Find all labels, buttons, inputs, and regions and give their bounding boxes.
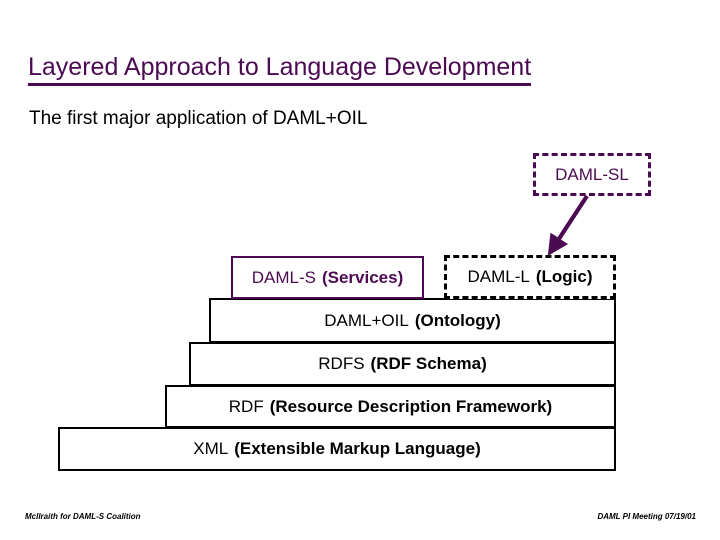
layer-expansion: (RDF Schema): [370, 354, 487, 373]
daml-s-box[interactable]: DAML-S(Services): [231, 256, 424, 299]
footer-left-text: McIlraith for DAML-S Coalition: [25, 512, 141, 521]
daml-s-acronym: DAML-S: [251, 267, 316, 287]
layer-expansion: (Resource Description Framework): [269, 396, 553, 416]
layer-acronym: RDF: [228, 396, 264, 416]
slide-subtitle: The first major application of DAML+OIL: [29, 108, 368, 129]
layer-xml[interactable]: XML (Extensible Markup Language): [58, 427, 616, 471]
daml-sl-box[interactable]: DAML-SL: [533, 153, 651, 196]
daml-l-box[interactable]: DAML-L (Logic): [444, 255, 616, 299]
footer-right-text: DAML PI Meeting 07/19/01: [597, 512, 696, 521]
layer-acronym: DAML+OIL: [324, 310, 409, 330]
layer-acronym: RDFS: [318, 354, 365, 373]
layer-rdf[interactable]: RDF(Resource Description Framework): [165, 385, 616, 428]
layer-rdf-label: RDF(Resource Description Framework): [229, 397, 552, 417]
daml-l-acronym: DAML-L: [467, 267, 530, 286]
layer-expansion: (Extensible Markup Language): [234, 439, 481, 458]
daml-l-expansion: (Logic): [535, 267, 593, 286]
daml-l-label: DAML-L (Logic): [467, 267, 592, 287]
layer-daml-oil-label: DAML+OIL(Ontology): [324, 311, 500, 331]
daml-sl-to-daml-l-arrow: [547, 194, 589, 256]
daml-s-expansion: (Services): [321, 267, 404, 287]
daml-sl-label: DAML-SL: [555, 164, 629, 184]
daml-s-label: DAML-S(Services): [252, 268, 404, 288]
layer-rdfs-label: RDFS (RDF Schema): [318, 354, 486, 374]
layer-daml-oil[interactable]: DAML+OIL(Ontology): [209, 298, 616, 343]
layer-rdfs[interactable]: RDFS (RDF Schema): [189, 342, 616, 386]
layer-expansion: (Ontology): [414, 310, 501, 330]
layer-acronym: XML: [193, 439, 229, 458]
layer-xml-label: XML (Extensible Markup Language): [193, 439, 481, 459]
page-title: Layered Approach to Language Development: [28, 52, 532, 86]
